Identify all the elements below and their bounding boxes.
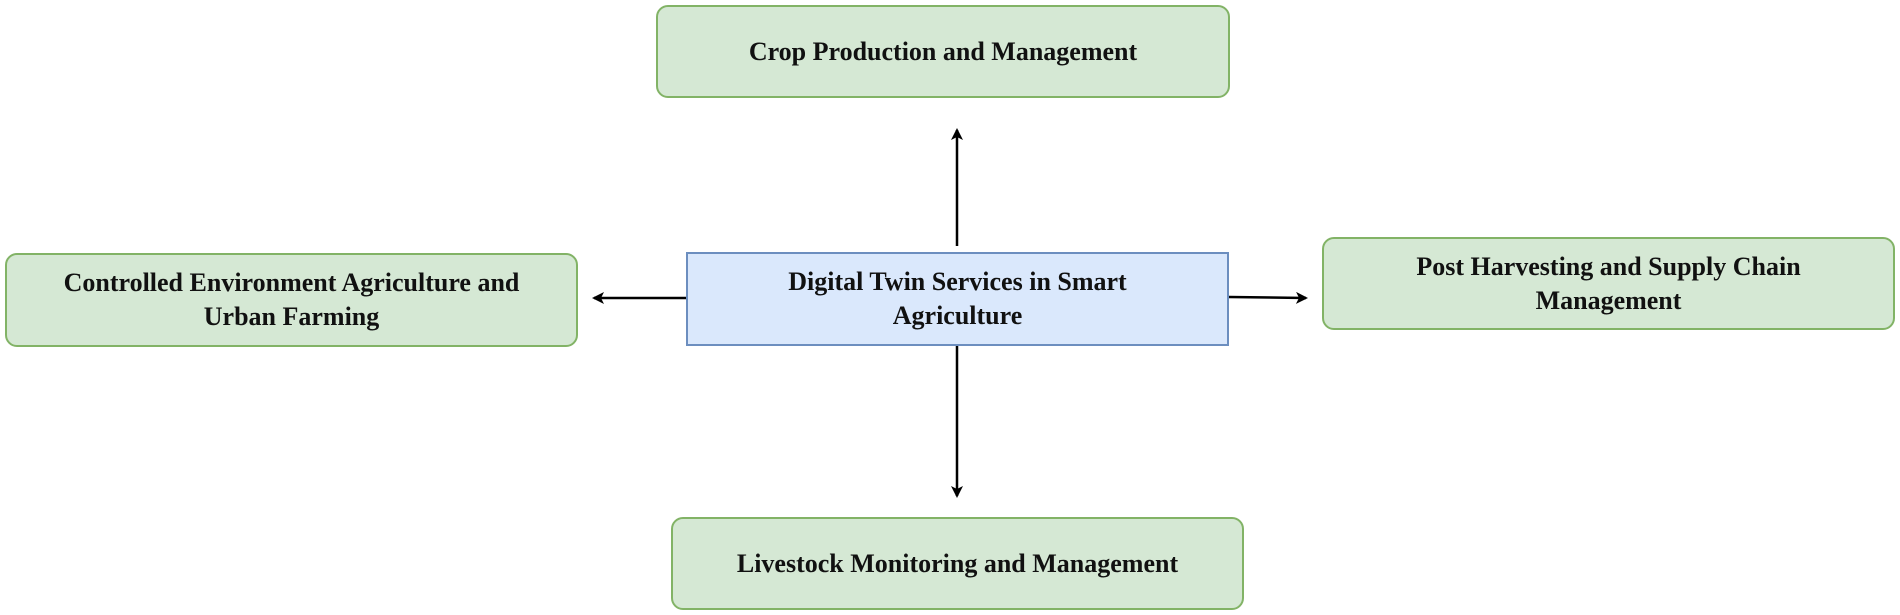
node-digital-twin-center: Digital Twin Services in Smart Agricultu… xyxy=(686,252,1229,346)
node-post-harvesting-label: Post Harvesting and Supply Chain Managem… xyxy=(1416,251,1801,315)
node-post-harvesting: Post Harvesting and Supply Chain Managem… xyxy=(1322,237,1895,330)
node-digital-twin-center-label: Digital Twin Services in Smart Agricultu… xyxy=(788,267,1127,330)
node-controlled-environment-label: Controlled Environment Agriculture and U… xyxy=(63,268,520,331)
arrow-to-right xyxy=(1228,291,1308,304)
node-controlled-environment: Controlled Environment Agriculture and U… xyxy=(5,253,578,347)
node-crop-production: Crop Production and Management xyxy=(656,5,1230,98)
node-crop-production-label: Crop Production and Management xyxy=(748,36,1138,66)
node-livestock-monitoring-label: Livestock Monitoring and Management xyxy=(736,548,1179,578)
node-livestock-monitoring: Livestock Monitoring and Management xyxy=(671,517,1244,610)
